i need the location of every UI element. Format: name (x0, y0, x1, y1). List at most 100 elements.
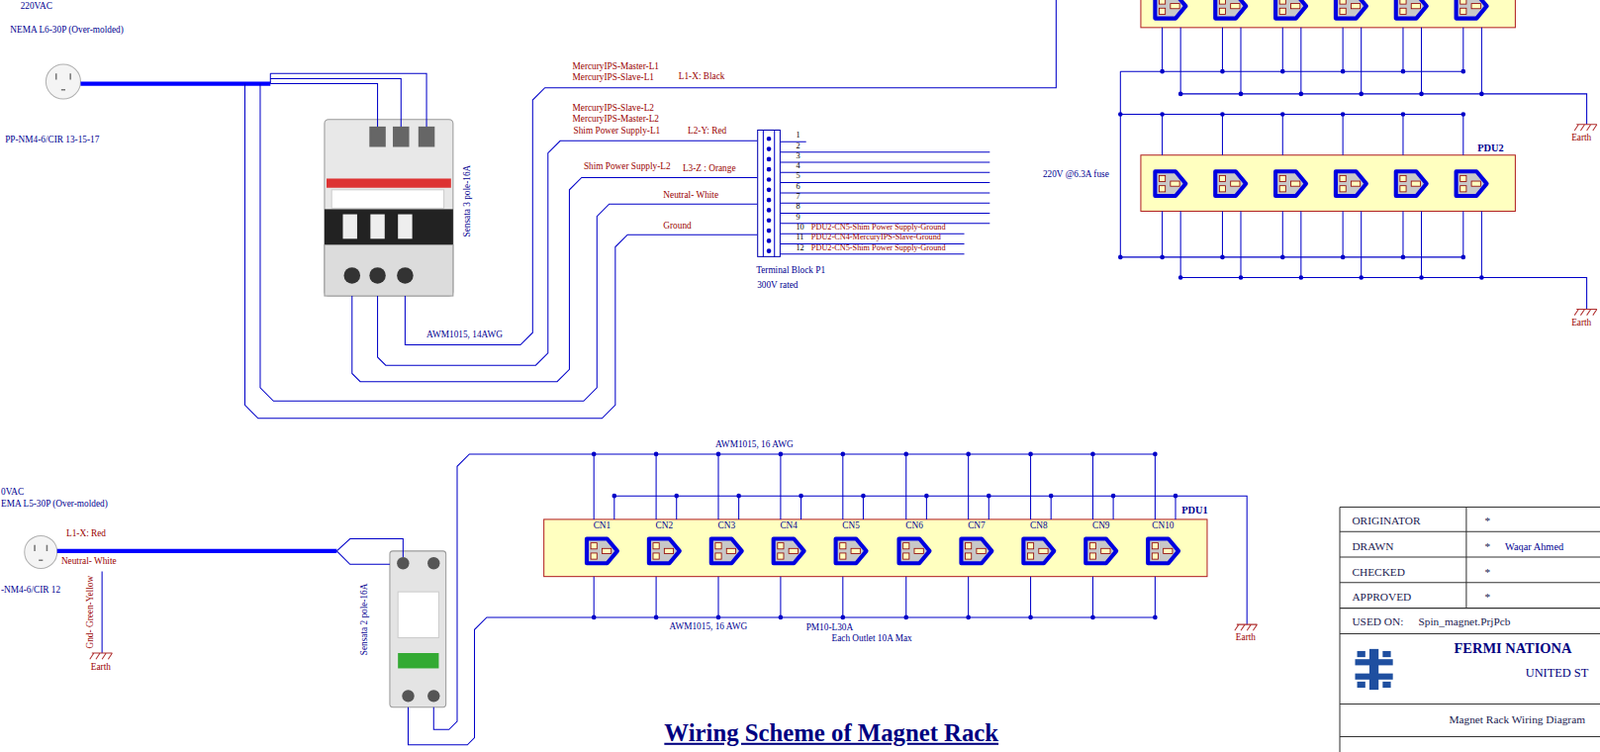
outlet-label: CN3 (716, 521, 737, 532)
outlet-label: CN10 (1150, 521, 1175, 532)
outlet-symbol (836, 539, 867, 565)
wire-label: L2-Y: Red (686, 126, 728, 137)
table-cell: * (1484, 564, 1491, 577)
pin-number: 9 (795, 213, 800, 223)
pin-number: 1 (795, 131, 800, 141)
outlet-symbol (1456, 171, 1488, 196)
junction-dots (593, 71, 1482, 618)
outlet-symbol (1154, 0, 1186, 19)
table-cell: * (1484, 514, 1491, 527)
outlet-symbol (899, 539, 931, 565)
pin-signal: PDU2-CN5-Shim Power Supply-Ground (811, 243, 946, 253)
wire-spec: AWM1015, 14AWG (426, 330, 503, 341)
outlet-label: CN8 (1029, 521, 1049, 532)
terminal-block: Terminal Block P1300V rated (756, 129, 781, 258)
wire (101, 0, 1587, 654)
wire-connector (408, 576, 595, 746)
table-cell: ORIGINATOR (1351, 514, 1420, 527)
outlet-symbol (960, 539, 992, 565)
wire-label: AWM1015, 16 AWG (667, 622, 749, 633)
outlet-symbol (1275, 0, 1307, 19)
circuit-name: Shim Power Supply-L1 (573, 126, 661, 137)
table-cell: APPROVED (1351, 590, 1412, 603)
wire-color: Neutral- White (662, 190, 719, 201)
pin-number: 2 (795, 141, 800, 151)
breaker-label: Sensata 3 pole-16A (462, 165, 472, 238)
table-cell: * (1484, 540, 1491, 553)
outlet-symbol (1275, 171, 1307, 196)
drawing-name: Magnet Rack Wiring Diagram (1448, 713, 1586, 726)
earth-label: Earth (91, 661, 111, 672)
pdu-band (544, 519, 1208, 577)
table-cell: CHECKED (1351, 564, 1406, 577)
outlet-label: CN9 (1091, 521, 1112, 532)
fuse-note: 220V @6.3A fuse (1042, 170, 1110, 181)
pdu-band (1140, 155, 1515, 212)
breaker: Sensata 2 pole-16A (389, 551, 447, 708)
pdu-strip: PDU1CN1CN2CN3CN4CN5CN6CN7CN8CN9CN10 (544, 519, 1208, 577)
earth-label: Earth (1571, 318, 1592, 329)
wire-color: L1-X: Red (66, 529, 106, 540)
earth-symbol (90, 124, 1598, 659)
plug-pins (56, 73, 71, 91)
outlet-symbol (773, 539, 805, 565)
wire-color: Neutral- White (61, 557, 117, 567)
circuit-name: MercuryIPS-Master-L1 (572, 62, 659, 73)
pdu-name: PDU1 (1181, 503, 1208, 515)
diagram-title: Wiring Scheme of Magnet Rack (663, 719, 999, 747)
outlet-symbol (1154, 171, 1186, 196)
pin-signal: PDU2-CN5-Shim Power Supply-Ground (811, 223, 946, 233)
wire-label: L3-Z : Orange (681, 164, 738, 175)
plug-type: EMA L5-30P (Over-molded) (0, 498, 108, 509)
pin-number: 8 (795, 202, 800, 212)
voltage-note: 0VAC (0, 487, 24, 498)
outlet-symbol (711, 539, 743, 565)
outlet-symbol (1456, 0, 1488, 19)
table-cell: Waqar Ahmed (1505, 541, 1564, 553)
part-number: PP-NM4-6/CIR 13-15-17 (4, 135, 99, 146)
outlet-symbols (586, 0, 1488, 564)
wire-connector (352, 177, 757, 381)
wire-color: L1-X: Black (678, 72, 726, 83)
outlet-symbol (1085, 539, 1117, 565)
outlet-symbol (1335, 171, 1367, 196)
earth-label: Earth (1571, 133, 1592, 144)
outlet-label: CN1 (592, 521, 613, 532)
part-number: -NM4-6/CIR 12 (0, 585, 61, 596)
pin-number: 5 (795, 172, 800, 182)
outlet-label: CN6 (904, 521, 925, 532)
outlet-symbol (1335, 0, 1367, 19)
wire-color: Ground (662, 221, 691, 232)
plug-type: NEMA L6-30P (Over-molded) (9, 25, 123, 36)
outlet-symbol (586, 539, 618, 565)
pin-signal: PDU2-CN4-MercuryIPS-Slave-Ground (811, 233, 942, 243)
circuit-name: MercuryIPS-Slave-L1 (572, 73, 655, 84)
pdu-name: PDU2 (1477, 141, 1504, 153)
pin-number: 4 (795, 162, 800, 172)
wire-connector (433, 454, 594, 730)
outlet-symbol (1396, 0, 1427, 19)
fermilab-logo (1355, 649, 1394, 690)
pdu-band (1140, 0, 1515, 28)
outlet-symbol (1023, 539, 1054, 565)
breaker-illustration (324, 119, 454, 296)
plug-face (24, 535, 58, 568)
table-cell: USED ON: (1351, 615, 1404, 628)
outlet-label: CN2 (655, 521, 675, 532)
organisation-name: FERMI NATIONA (1454, 641, 1573, 658)
power-cord (57, 84, 338, 552)
pdu-strip: PDU2 (1140, 155, 1515, 212)
wire-color: Gnd- Green-Yellow (85, 575, 95, 650)
table-cell: Spin_magnet.PrjPcb (1417, 615, 1510, 628)
breaker: Sensata 3 pole-16A (321, 119, 457, 296)
wire-connector (377, 140, 758, 366)
organisation-name: UNITED ST (1525, 665, 1590, 680)
outlet-label: CN7 (966, 521, 987, 532)
pin-number: 7 (795, 192, 800, 202)
title-block-grid (1339, 507, 1600, 752)
voltage-note: 220VAC (20, 1, 53, 12)
plug-face (45, 64, 81, 99)
outlet-symbol (1215, 171, 1246, 196)
outlet-symbol (1147, 539, 1179, 565)
